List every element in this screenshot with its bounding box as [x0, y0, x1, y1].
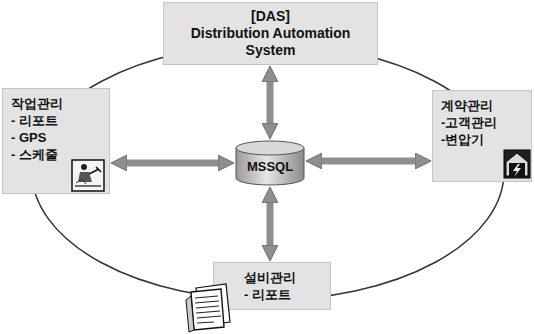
node-item: - GPS	[11, 129, 101, 146]
double-arrow	[127, 160, 218, 167]
node-item: -고객관리	[441, 114, 523, 131]
node-heading: MSSQL	[247, 152, 293, 175]
node-heading: 설비관리	[244, 269, 322, 286]
module-box: 설비관리- 리포트	[213, 262, 331, 310]
node-item: - 리포트	[11, 112, 101, 129]
node-heading: 계약관리	[441, 97, 523, 114]
module-box: 계약관리-고객관리-변압기	[432, 90, 532, 182]
double-arrow	[267, 203, 274, 245]
document-icon	[186, 284, 230, 332]
node-item: - 리포트	[244, 286, 322, 303]
module-box: 작업관리- 리포트- GPS- 스케줄	[2, 88, 110, 194]
node-heading: 작업관리	[11, 95, 101, 112]
node-heading: [DAS]	[172, 8, 369, 25]
node-item: - 스케줄	[11, 146, 101, 163]
worker-icon	[72, 160, 104, 191]
house-icon	[504, 150, 530, 178]
double-arrow	[267, 82, 274, 123]
node-item: Distribution Automation System	[172, 25, 369, 59]
database-cylinder: MSSQL	[235, 140, 305, 186]
double-arrow	[322, 158, 415, 165]
node-item: -변압기	[441, 131, 523, 148]
system-box: [DAS]Distribution Automation System	[163, 2, 378, 65]
